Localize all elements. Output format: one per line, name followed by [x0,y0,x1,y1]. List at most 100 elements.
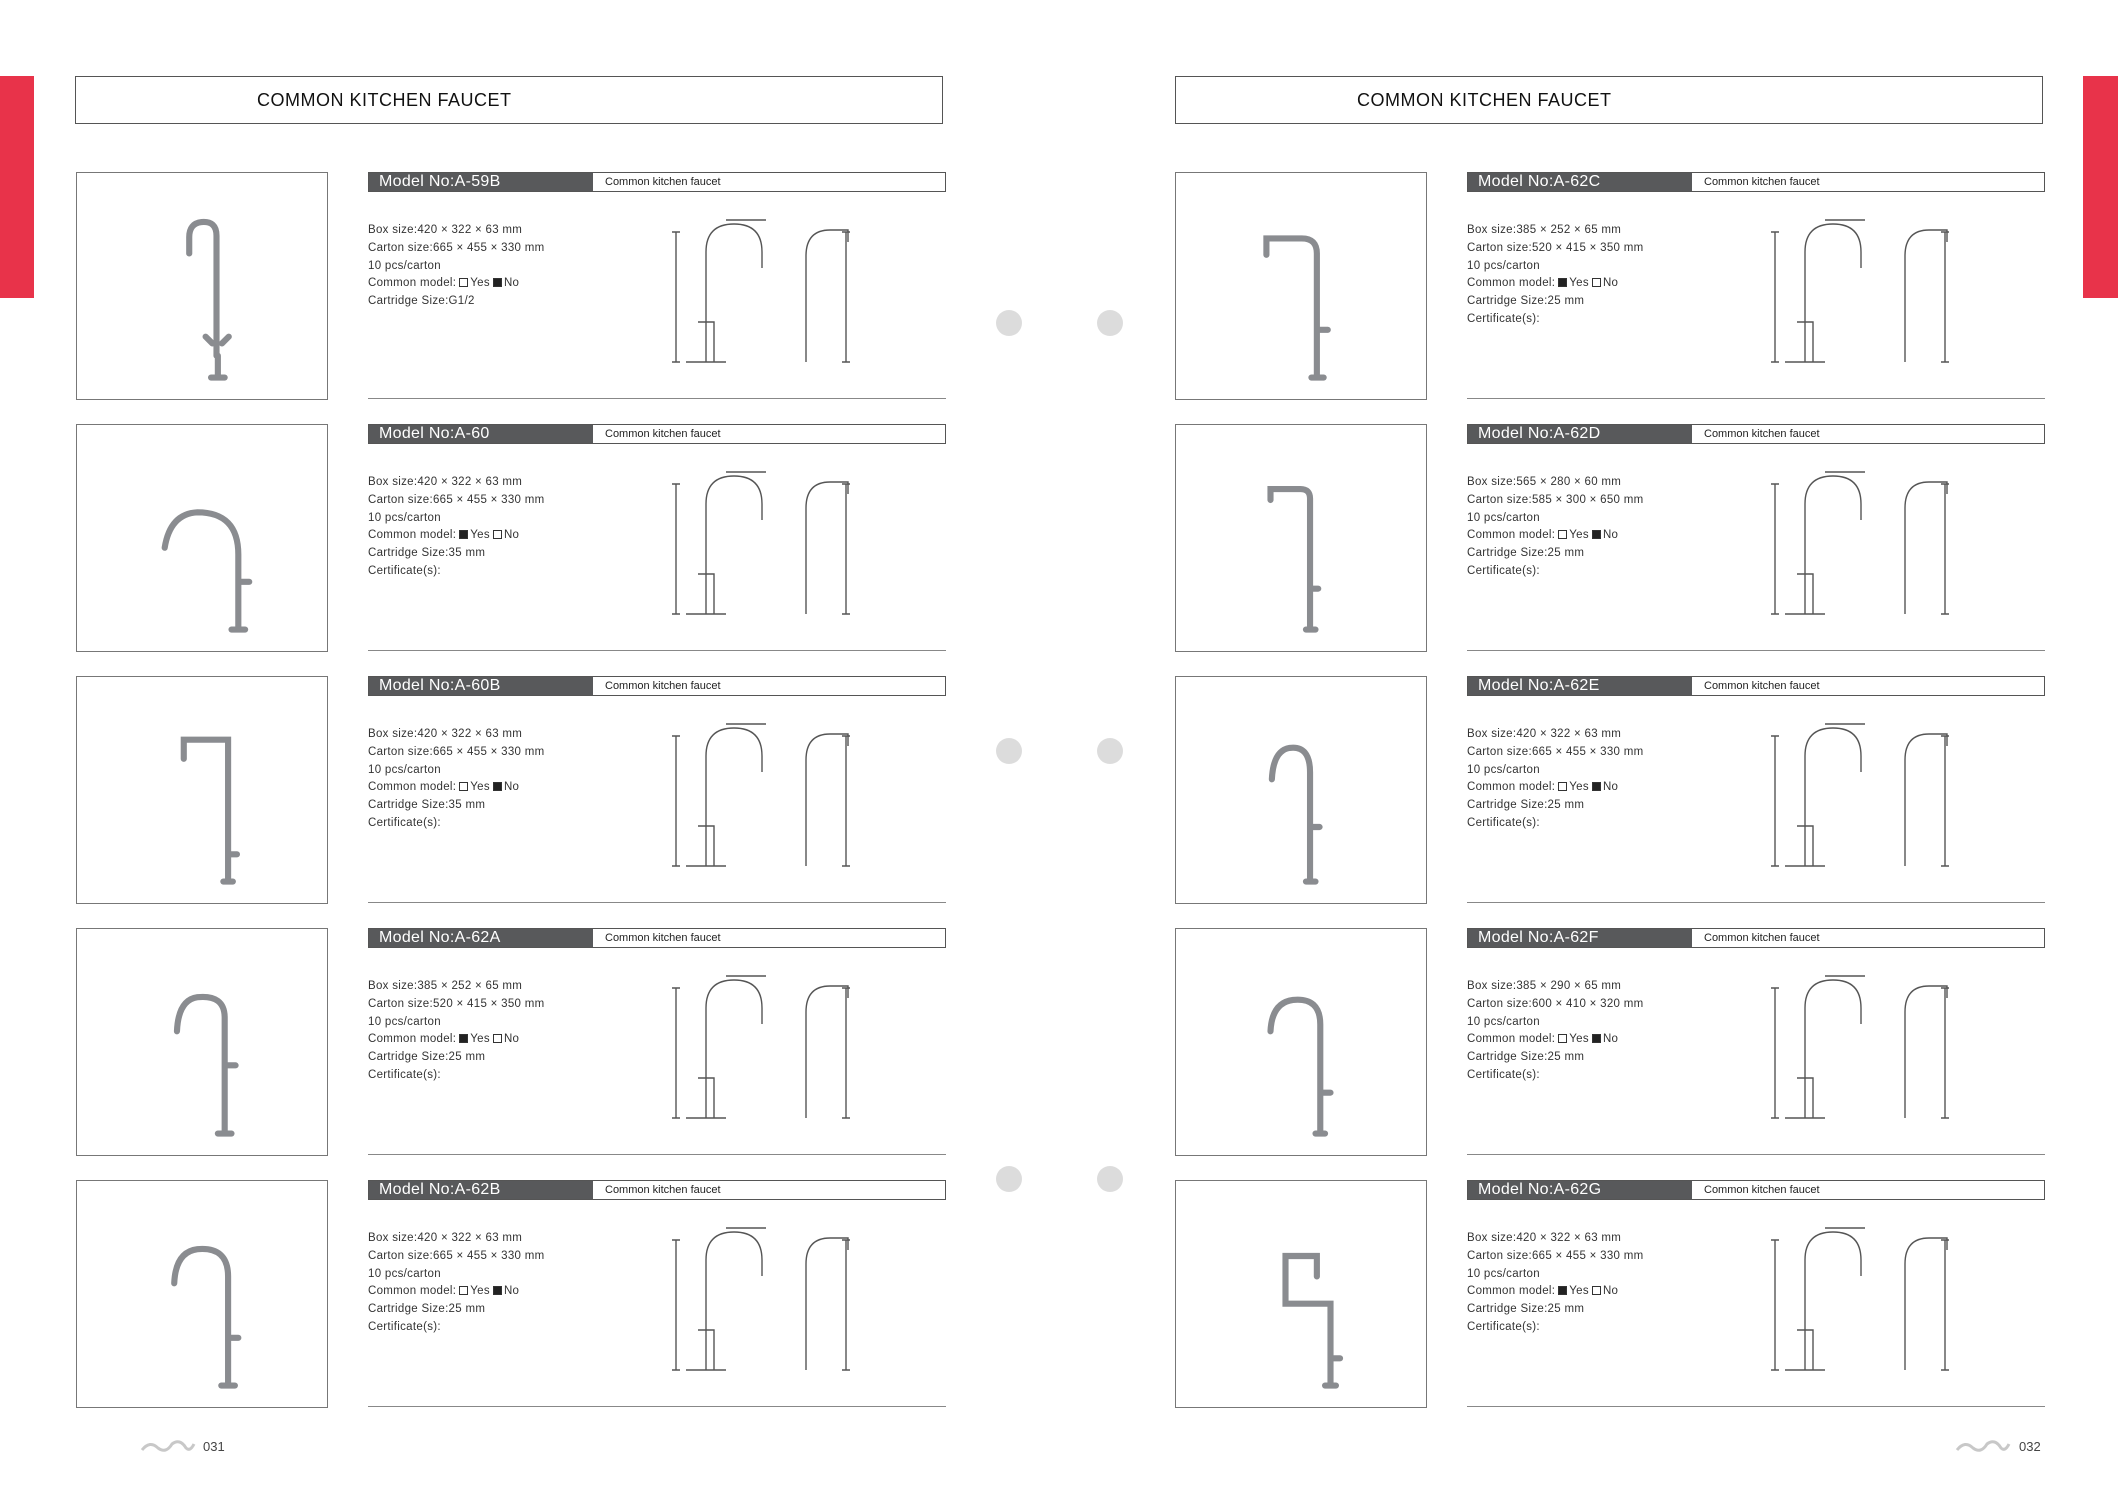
faucet-icon [1267,996,1334,1137]
model-number: Model No:A-62F [1468,929,1692,947]
pcs-per-carton: 10 pcs/carton [1467,511,1540,524]
box-size: Box size:420 × 322 × 63 mm [368,476,523,488]
left-page-header: COMMON KITCHEN FAUCET [75,76,943,124]
product-photo [76,1180,328,1408]
no-checkbox-icon [1591,1286,1601,1296]
pcs-per-carton: 10 pcs/carton [1467,763,1540,776]
product-photo [76,928,328,1156]
model-description: Common kitchen faucet [605,1184,721,1196]
brand-wave-logo-right [1955,1440,2011,1452]
left-page-title: COMMON KITCHEN FAUCET [257,89,512,110]
carton-size: Carton size:665 × 455 × 330 mm [1467,745,1644,758]
no-checkbox-icon [492,1286,502,1296]
binding-dot [996,1166,1022,1192]
certificates: Certificate(s): [368,564,441,577]
model-number: Model No:A-62B [369,1181,593,1199]
box-size: Box size:420 × 322 × 63 mm [368,224,523,236]
model-description: Common kitchen faucet [605,680,721,692]
model-description: Common kitchen faucet [605,176,721,188]
yes-checkbox-icon [1558,782,1568,792]
cartridge-size: Cartridge Size:35 mm [368,799,486,812]
yes-checkbox-icon [1558,1034,1568,1044]
cartridge-size: Cartridge Size:25 mm [1467,295,1585,308]
carton-size: Carton size:600 × 410 × 320 mm [1467,997,1644,1010]
no-checkbox-icon [1591,782,1601,792]
model-header: Model No:A-60B Common kitchen faucet [368,676,946,696]
pcs-per-carton: 10 pcs/carton [368,1015,441,1028]
right-edge-tab [2083,76,2118,298]
certificates: Certificate(s): [368,816,441,829]
row-divider [368,1406,946,1407]
certificates: Certificate(s): [1467,816,1540,829]
model-description: Common kitchen faucet [605,932,721,944]
yes-checkbox-icon [459,278,469,288]
cartridge-size: Cartridge Size:G1/2 [368,295,475,308]
model-number: Model No:A-60 [369,425,593,443]
model-description: Common kitchen faucet [1704,932,1820,944]
no-checkbox-icon [1591,1034,1601,1044]
box-size: Box size:385 × 252 × 65 mm [1467,224,1622,236]
faucet-icon [180,736,241,885]
carton-size: Carton size:665 × 455 × 330 mm [368,241,545,254]
cartridge-size: Cartridge Size:25 mm [1467,547,1585,560]
product-photo [76,172,328,400]
technical-drawing [672,723,850,867]
model-number: Model No:A-62G [1468,1181,1692,1199]
binding-dot [1097,1166,1123,1192]
technical-drawing [1771,1227,1949,1371]
row-divider [1467,398,2045,399]
model-number: Model No:A-62C [1468,173,1692,191]
technical-drawing [672,1227,850,1371]
binding-dot [996,310,1022,336]
box-size: Box size:420 × 322 × 63 mm [1467,1232,1622,1244]
yes-checkbox-icon [459,1286,469,1296]
technical-drawing [672,219,850,363]
technical-drawing [1771,723,1949,867]
model-description: Common kitchen faucet [1704,680,1820,692]
model-header: Model No:A-62C Common kitchen faucet [1467,172,2045,192]
model-description: Common kitchen faucet [605,428,721,440]
certificates: Certificate(s): [1467,312,1540,325]
model-number: Model No:A-60B [369,677,593,695]
faucet-icon [186,218,232,381]
product-photo [1175,172,1427,400]
model-number: Model No:A-62E [1468,677,1692,695]
carton-size: Carton size:520 × 415 × 350 mm [368,997,545,1010]
carton-size: Carton size:665 × 455 × 330 mm [368,745,545,758]
carton-size: Carton size:665 × 455 × 330 mm [368,1249,545,1262]
technical-drawing [1771,975,1949,1119]
pcs-per-carton: 10 pcs/carton [368,763,441,776]
box-size: Box size:420 × 322 × 63 mm [368,1232,523,1244]
yes-checkbox-icon [459,530,469,540]
carton-size: Carton size:585 × 300 × 650 mm [1467,493,1644,506]
technical-drawing [1771,219,1949,363]
binding-dot [996,738,1022,764]
no-checkbox-icon [492,530,502,540]
no-checkbox-icon [492,782,502,792]
yes-checkbox-icon [1558,278,1568,288]
pcs-per-carton: 10 pcs/carton [368,1267,441,1280]
no-checkbox-icon [492,278,502,288]
technical-drawing [672,975,850,1119]
cartridge-size: Cartridge Size:25 mm [1467,799,1585,812]
model-description: Common kitchen faucet [1704,176,1820,188]
row-divider [368,1154,946,1155]
faucet-icon [1263,235,1331,381]
row-divider [1467,1406,2045,1407]
